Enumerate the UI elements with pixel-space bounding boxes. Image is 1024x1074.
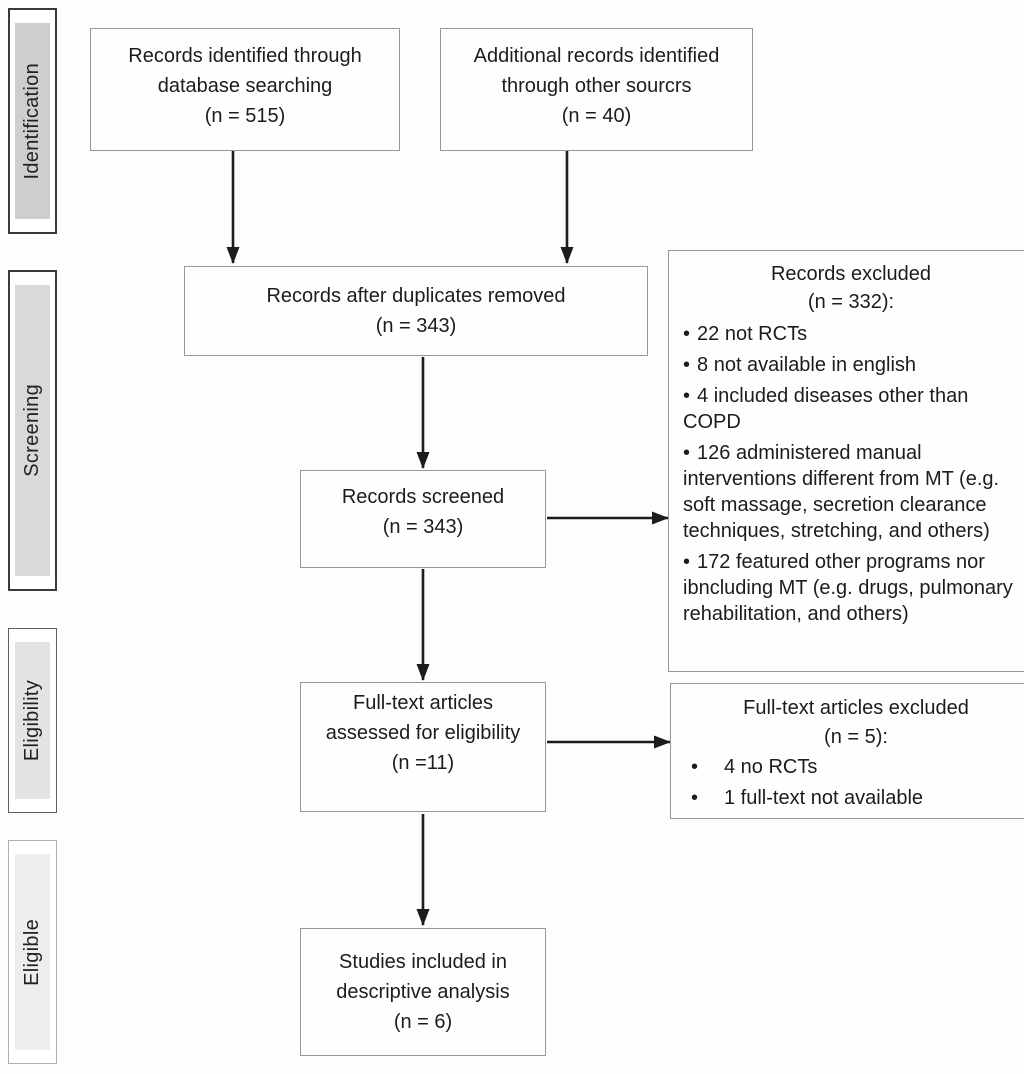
box-after-duplicates-count: (n = 343): [375, 315, 457, 337]
stage-screening: Screening: [8, 270, 57, 591]
stage-eligibility: Eligibility: [8, 628, 57, 813]
records-excluded-reason: •4 included diseases other than COPD: [683, 383, 1019, 435]
box-records-screened-line1: Records screened: [341, 486, 505, 508]
stage-identification-label: Identification: [21, 62, 43, 180]
stage-identification-fill: Identification: [15, 23, 50, 219]
box-records-identified: Records identified through database sear…: [90, 28, 400, 151]
box-records-excluded-count: (n = 332):: [807, 291, 895, 313]
records-excluded-reason-text: 22 not RCTs: [697, 323, 808, 345]
records-excluded-reason-text: 8 not available in english: [697, 354, 917, 376]
records-excluded-reason-text: 172 featured other programs nor ibncludi…: [683, 551, 1013, 625]
box-studies-included-line2: descriptive analysis: [336, 981, 510, 1003]
stage-eligible: Eligible: [8, 840, 57, 1064]
stage-eligible-fill: Eligible: [15, 854, 50, 1050]
bullet-icon: •: [691, 787, 699, 809]
box-additional-records-count: (n = 40): [561, 104, 632, 127]
records-excluded-reason-text: 126 administered manual interventions di…: [683, 442, 1000, 542]
records-excluded-reason: • 8 not available in english: [683, 352, 1019, 378]
box-after-duplicates-line1: Records after duplicates removed: [266, 285, 566, 307]
box-fulltext-assessed: Full-text articles assessed for eligibil…: [300, 682, 546, 812]
records-excluded-reason: •126 administered manual interventions d…: [683, 440, 1019, 544]
fulltext-excluded-reason-text: 4 no RCTs: [724, 756, 818, 778]
box-studies-included-line1: Studies included in: [339, 951, 507, 973]
stage-screening-label: Screening: [21, 384, 43, 477]
box-after-duplicates: Records after duplicates removed (n = 34…: [184, 266, 648, 356]
records-excluded-reason-text: 4 included diseases other than COPD: [683, 385, 969, 433]
bullet-icon: •: [683, 442, 691, 464]
bullet-icon: •: [683, 354, 691, 376]
box-studies-included-count: (n = 6): [393, 1011, 453, 1033]
box-records-identified-line2: database searching: [157, 74, 333, 97]
stage-eligibility-fill: Eligibility: [15, 642, 50, 799]
bullet-icon: •: [683, 323, 691, 345]
box-records-screened-count: (n = 343): [382, 516, 464, 538]
box-fulltext-excluded-count: (n = 5):: [824, 726, 888, 748]
box-fulltext-assessed-count: (n =11): [391, 752, 455, 774]
box-studies-included: Studies included in descriptive analysis…: [300, 928, 546, 1056]
stage-identification: Identification: [8, 8, 57, 234]
box-additional-records-line2: through other sourcrs: [501, 74, 692, 97]
stage-screening-fill: Screening: [15, 285, 50, 576]
bullet-icon: •: [683, 385, 691, 407]
box-fulltext-assessed-line1: Full-text articles: [352, 692, 494, 714]
box-records-excluded: Records excluded (n = 332): • 22 not RCTs…: [668, 250, 1024, 672]
box-records-screened: Records screened (n = 343): [300, 470, 546, 568]
box-fulltext-assessed-line2: assessed for eligibility: [325, 722, 521, 744]
box-records-identified-count: (n = 515): [204, 104, 286, 127]
box-fulltext-excluded: Full-text articles excluded (n = 5): • 4 …: [670, 683, 1024, 819]
stage-eligible-label: Eligible: [21, 918, 43, 986]
fulltext-excluded-reason: • 4 no RCTs: [691, 752, 1021, 783]
bullet-icon: •: [683, 551, 691, 573]
box-records-identified-line1: Records identified through: [128, 44, 362, 67]
records-excluded-reason: •172 featured other programs nor ibnclud…: [683, 549, 1019, 627]
fulltext-excluded-reason: • 1 full-text not available: [691, 783, 1021, 814]
records-excluded-reason: • 22 not RCTs: [683, 321, 1019, 347]
bullet-icon: •: [691, 756, 699, 778]
box-records-excluded-title: Records excluded: [770, 263, 932, 285]
box-additional-records-line1: Additional records identified: [473, 44, 720, 67]
stage-eligibility-label: Eligibility: [21, 679, 43, 762]
box-additional-records: Additional records identified through ot…: [440, 28, 753, 151]
fulltext-excluded-reason-text: 1 full-text not available: [724, 787, 924, 809]
box-fulltext-excluded-title: Full-text articles excluded: [743, 697, 969, 719]
